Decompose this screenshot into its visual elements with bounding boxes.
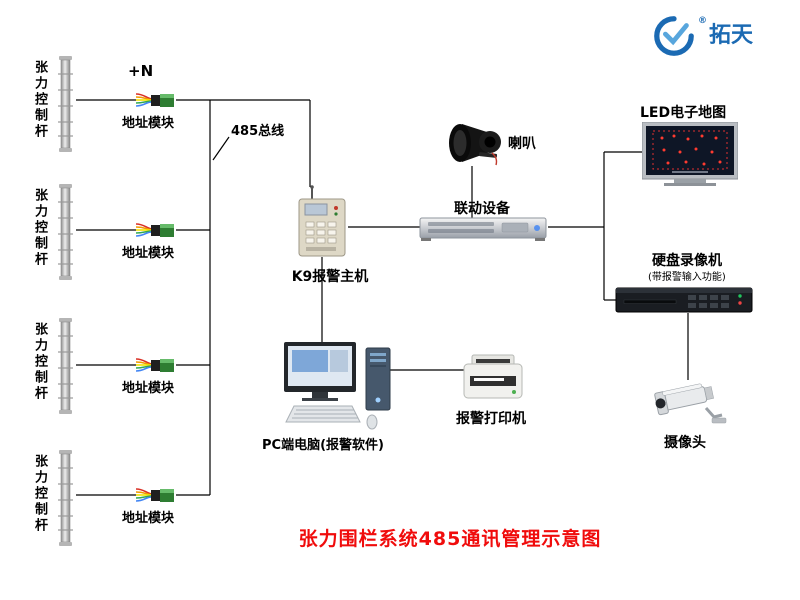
address-module-label-1: 地址模块 [121, 116, 174, 131]
address-module-icon-3 [135, 355, 176, 379]
pc-label: PC端电脑(报警软件) [262, 438, 384, 453]
pole-label-3: 张力控制杆 [32, 322, 47, 402]
cctv-camera-icon [650, 378, 728, 434]
k9-alarm-host-icon [296, 185, 348, 261]
bus-label: 485总线 [231, 124, 285, 139]
camera-label: 摄像头 [664, 435, 706, 451]
brand-name: 拓天 [709, 23, 754, 48]
led-map-label: LED电子地图 [640, 105, 727, 121]
plus-n-label: +N [128, 62, 154, 80]
address-module-icon-4 [135, 485, 176, 509]
led-map-icon [641, 121, 739, 192]
pole-label-1: 张力控制杆 [32, 60, 47, 140]
linkage-label: 联动设备 [454, 201, 510, 217]
tension-pole-icon-1 [58, 56, 76, 156]
alarm-printer-icon [458, 350, 528, 410]
brand-logo: ® 拓天 [652, 14, 753, 62]
pole-label-4: 张力控制杆 [32, 454, 47, 534]
k9-host-label: K9报警主机 [291, 269, 369, 285]
linkage-device-icon [418, 212, 548, 248]
dvr-icon [614, 282, 754, 322]
diagram-title: 张力围栏系统485通讯管理示意图 [298, 528, 602, 550]
address-module-icon-1 [135, 90, 176, 114]
address-module-icon-2 [135, 220, 176, 244]
pole-label-2: 张力控制杆 [32, 188, 47, 268]
address-module-label-2: 地址模块 [121, 246, 174, 261]
brand-swirl-icon [652, 14, 696, 62]
tension-pole-icon-2 [58, 184, 76, 284]
address-module-label-4: 地址模块 [121, 511, 174, 526]
address-module-label-3: 地址模块 [121, 381, 174, 396]
printer-label: 报警打印机 [456, 411, 526, 427]
dvr-label: 硬盘录像机 [652, 253, 722, 269]
registered-mark: ® [698, 16, 707, 26]
tension-pole-icon-3 [58, 318, 76, 418]
pc-workstation-icon [282, 340, 394, 436]
speaker-label: 喇叭 [508, 136, 536, 152]
dvr-sublabel: (带报警输入功能) [648, 272, 726, 283]
horn-speaker-icon [446, 116, 504, 174]
tension-pole-icon-4 [58, 450, 76, 550]
